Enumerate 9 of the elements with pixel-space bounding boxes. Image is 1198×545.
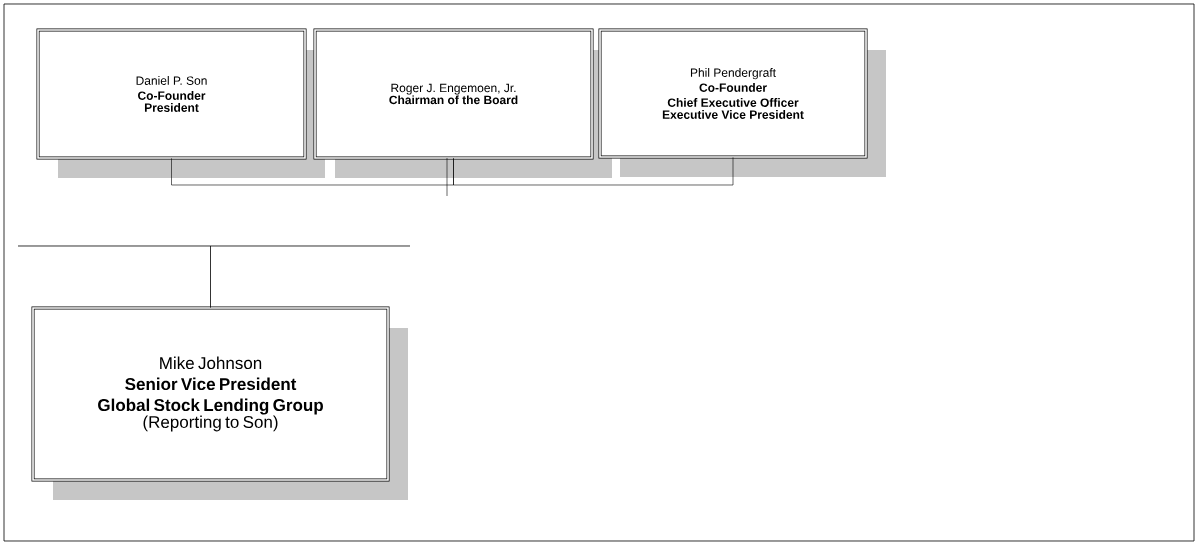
connector-line xyxy=(453,157,734,186)
org-box: Daniel P. Son Co-Founder President xyxy=(36,28,325,178)
connector-line xyxy=(171,158,454,186)
node-label: Roger J. Engemoen, Jr. xyxy=(391,83,516,95)
org-box: Mike Johnson Senior Vice President Global Stock Lending Group (Reporting to Son) xyxy=(31,306,408,500)
org-box: Phil Pendergraft Co-Founder Chief Executive Officer Executive Vice President xyxy=(598,28,886,177)
org-box: Roger J. Engemoen, Jr. Chairman of the Board xyxy=(313,28,612,178)
node-label: Chairman of the Board xyxy=(389,95,518,105)
connector-line xyxy=(210,245,211,309)
